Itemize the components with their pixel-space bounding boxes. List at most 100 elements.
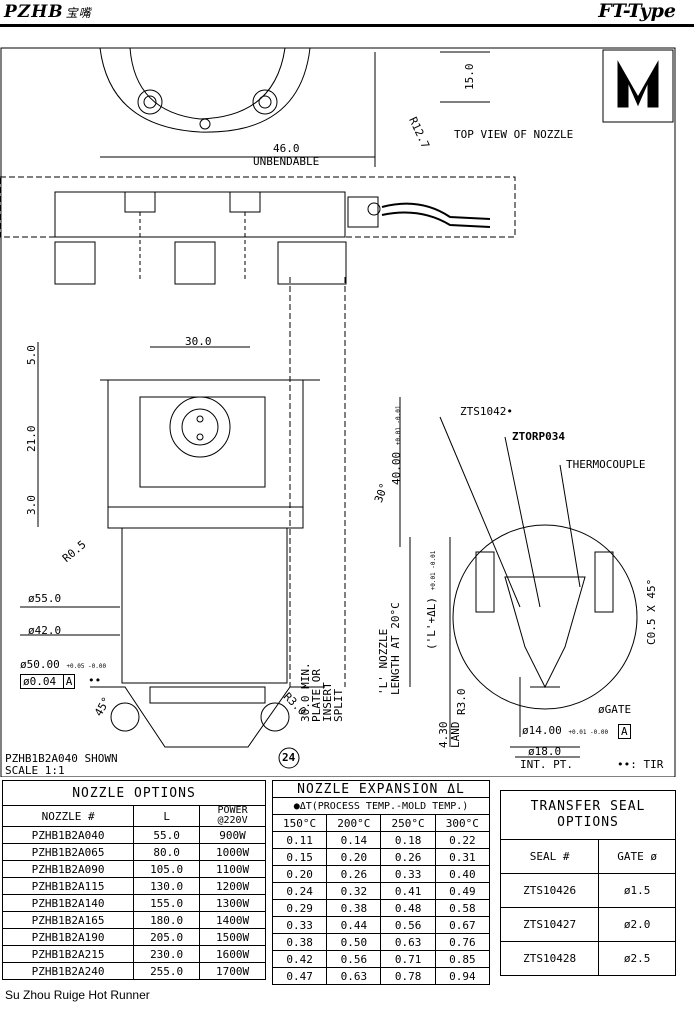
table-cell: 0.40 [434,865,491,883]
table-cell: 105.0 [133,860,201,878]
series-title: FT-Type [598,0,676,22]
table-cell: 0.38 [326,899,382,917]
table-cell: 0.33 [380,865,436,883]
logo-mark [617,60,659,108]
nozzle-options-title: NOZZLE OPTIONS [2,780,266,806]
dim-14-tol: +0.01 -0.00 [568,729,609,736]
table-cell: 205.0 [133,928,201,946]
table-cell: PZHB1B2A115 [1,877,135,895]
dim-21: 21.0 [25,425,38,453]
transfer-seal-table: TRANSFER SEAL OPTIONS SEAL # GATE ø ZTS1… [499,790,676,976]
dim-30: 30.0 [185,335,212,348]
table-cell: 0.67 [434,916,491,934]
table-cell: 55.0 [133,826,201,844]
table-cell: PZHB1B2A190 [1,928,135,946]
transfer-seal-title-1: TRANSFER SEAL [530,799,646,814]
min-plate-note: 30.0 MIN. PLATE OR INSERT SPLIT [299,662,345,722]
unbendable-label: UNBENDABLE [253,155,320,168]
runout-marks: •• [88,674,102,687]
table-cell: 0.18 [380,831,436,849]
table-cell: 0.14 [326,831,382,849]
table-cell: 0.24 [271,882,328,900]
col-power-sub: @220V [217,815,248,826]
thermocouple-label: THERMOCOUPLE [566,458,646,471]
table-cell: 0.26 [326,865,382,883]
transfer-seal-title: TRANSFER SEAL OPTIONS [500,790,676,840]
table-cell: 1500W [199,928,266,946]
l-delta-tol: +0.01 -0.01 [430,550,437,591]
dim-46: 46.0 [273,142,300,155]
table-cell: PZHB1B2A165 [1,911,135,929]
table-cell: ø2.0 [598,907,676,942]
table-cell: 0.56 [380,916,436,934]
col-power-label: POWER [217,805,248,816]
dim-18: ø18.0 [528,745,562,758]
table-cell: ø2.5 [598,941,676,976]
table-cell: PZHB1B2A240 [1,962,135,980]
dim-5: 5.0 [25,345,38,365]
transfer-seal-title-2: OPTIONS [557,815,619,830]
table-cell: 130.0 [133,877,201,895]
dim-r3-detail: R3.0 [455,688,468,716]
table-cell: 0.50 [326,933,382,951]
datum-a: A [618,724,631,739]
runout-frame: ø0.04 A [20,674,76,689]
drawing-border [0,47,676,777]
dim-14: ø14.00 +0.01 -0.00 [522,724,608,737]
table-cell: 1700W [199,962,266,980]
runout-ref: A [62,675,73,688]
table-cell: PZHB1B2A040 [1,826,135,844]
col-300: 300°C [434,814,491,832]
table-cell: 0.15 [271,848,328,866]
tir-note: ••: TIR [617,758,664,771]
part-zts1042: ZTS1042• [460,405,513,418]
technical-drawing [0,47,676,777]
top-view-label: TOP VIEW OF NOZZLE [454,128,574,141]
table-cell: 1100W [199,860,266,878]
table-cell: PZHB1B2A090 [1,860,135,878]
dim-14-value: ø14.00 [522,724,562,737]
table-cell: 0.33 [271,916,328,934]
table-cell: ø1.5 [598,873,676,908]
table-cell: 0.85 [434,950,491,968]
expansion-title: NOZZLE EXPANSION ΔL [272,780,490,798]
table-cell: 0.42 [271,950,328,968]
top-view-outline [99,47,311,133]
table-cell: 255.0 [133,962,201,980]
table-cell: 230.0 [133,945,201,963]
expansion-table: NOZZLE EXPANSION ΔL ●ΔT(PROCESS TEMP.-MO… [271,780,491,985]
l-delta-value: ('L'+ΔL) [425,597,438,650]
dim-50-tol: +0.05 -0.00 [66,663,107,670]
col-nozzle: NOZZLE # [1,805,135,827]
col-power: POWER @220V [199,805,266,827]
table-cell: 0.56 [326,950,382,968]
nozzle-length-note: 'L' NOZZLE LENGTH AT 20°C [377,602,402,695]
detail-circle [452,524,638,710]
table-cell: 1600W [199,945,266,963]
table-cell: 0.20 [271,865,328,883]
table-cell: 0.71 [380,950,436,968]
gate-label: øGATE [598,703,632,716]
table-cell: 900W [199,826,266,844]
table-cell: 0.32 [326,882,382,900]
l-delta: ('L'+ΔL) +0.01 -0.01 [425,551,438,650]
dim-50: ø50.00 +0.05 -0.00 [20,658,106,671]
